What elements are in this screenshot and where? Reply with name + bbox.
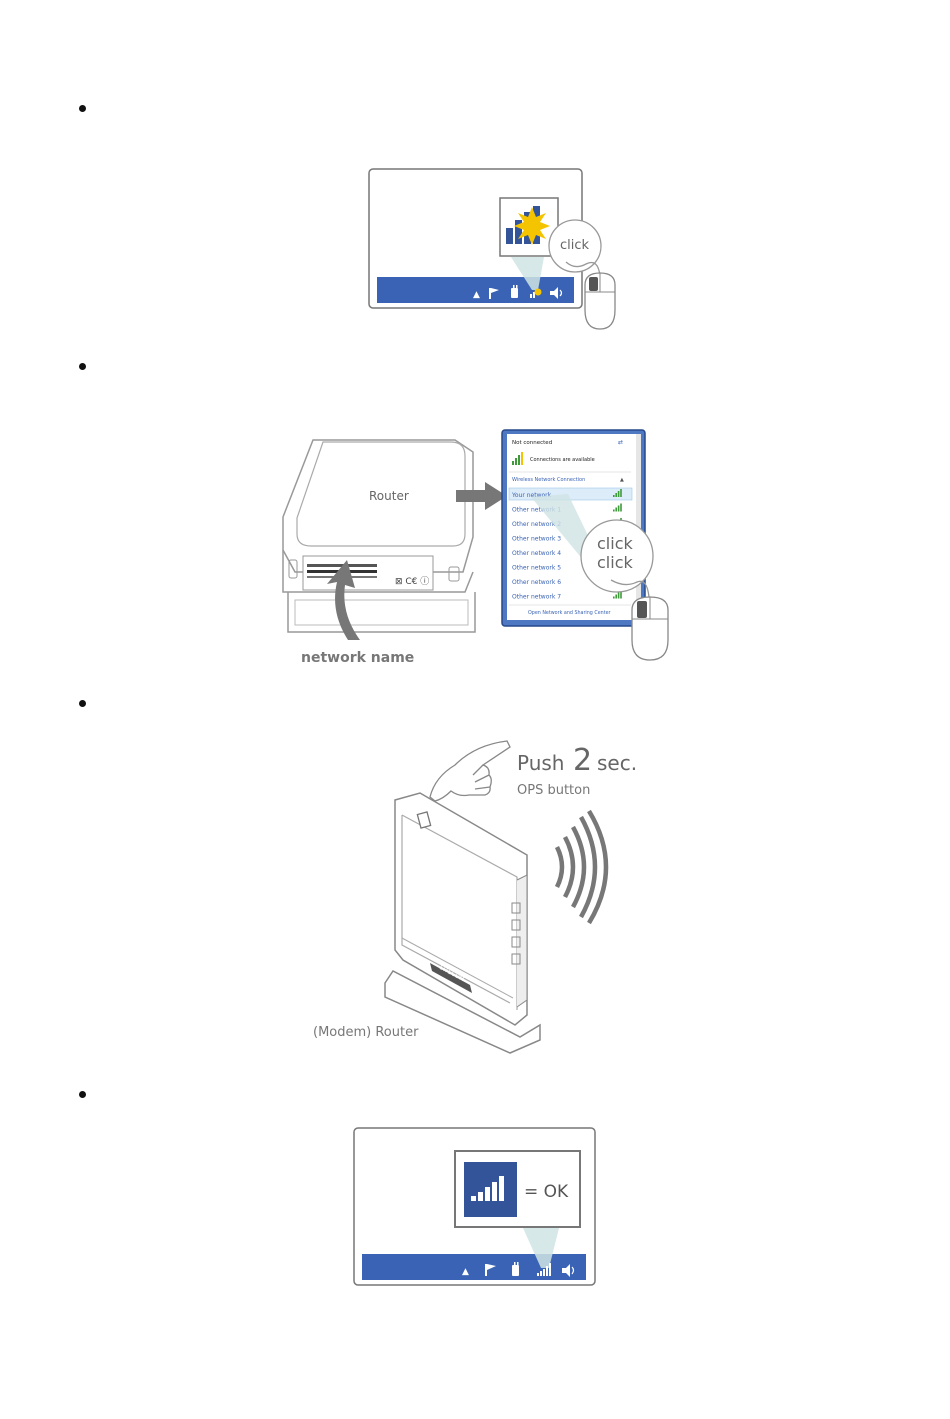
volume-icon-2[interactable] — [562, 1264, 575, 1277]
volume-icon[interactable] — [550, 287, 563, 299]
figure-connected-ok: = OK ▲ — [353, 1127, 596, 1286]
sec-label: sec. — [597, 751, 637, 775]
bullet-2 — [79, 363, 86, 370]
router-label: Router — [369, 489, 409, 503]
pointing-hand-icon — [429, 740, 511, 802]
network-signal-icon — [613, 489, 622, 497]
vertical-router-illustration: SITECOM — [384, 792, 541, 1054]
network-connecting-icon — [506, 206, 550, 245]
tray-network-connecting-icon[interactable] — [530, 288, 542, 299]
router-illustration: ⊠ C€ ⓘ — [282, 439, 474, 593]
network-item[interactable]: Your network — [511, 492, 552, 499]
ok-label: = OK — [524, 1182, 569, 1202]
popup-footer[interactable]: Open Network and Sharing Center — [528, 610, 611, 616]
click-click-bubble — [580, 519, 654, 593]
network-signal-icon — [613, 590, 622, 599]
network-item[interactable]: Other network 1 — [512, 507, 561, 514]
flag-icon-2[interactable] — [485, 1264, 496, 1276]
figure-push-ops: Push 2 sec. OPS button SITECOM (Modem) R… — [313, 740, 637, 1054]
network-signal-icon — [613, 503, 622, 512]
click-label: click — [560, 238, 590, 253]
modem-router-label: (Modem) Router — [313, 1025, 419, 1040]
seconds-value: 2 — [573, 743, 592, 778]
ops-button[interactable] — [416, 811, 432, 829]
network-item[interactable]: Other network 5 — [512, 565, 561, 572]
svg-text:▲: ▲ — [620, 477, 624, 483]
mouse-icon — [584, 272, 616, 330]
svg-text:⊠ C€ ⓘ: ⊠ C€ ⓘ — [395, 576, 429, 587]
bullet-1 — [79, 105, 86, 112]
bullet-3 — [79, 700, 86, 707]
network-name-label: network name — [301, 650, 414, 666]
network-item[interactable]: Other network 4 — [512, 550, 561, 557]
click-label-2: click — [597, 553, 633, 572]
arrow-to-popup — [456, 482, 507, 510]
push-label: Push — [517, 751, 564, 775]
refresh-icon[interactable]: ⇄ — [618, 439, 623, 446]
power-icon-2[interactable] — [512, 1262, 519, 1276]
network-item[interactable]: Other network 3 — [512, 536, 561, 543]
popup-status: Not connected — [512, 440, 552, 446]
mouse-icon-2 — [631, 596, 669, 661]
click-label-1: click — [597, 534, 633, 553]
connected-signal-icon — [464, 1162, 517, 1217]
flag-icon[interactable] — [489, 288, 499, 299]
tray-arrow-icon-2[interactable]: ▲ — [462, 1267, 469, 1277]
taskbar-2 — [362, 1254, 586, 1280]
network-item[interactable]: Other network 2 — [512, 521, 561, 528]
bullet-4 — [79, 1091, 86, 1098]
network-item[interactable]: Other network 7 — [512, 594, 561, 601]
figure-taskbar-click: ▲ click — [368, 168, 616, 330]
popup-section: Wireless Network Connection — [512, 477, 585, 483]
tray-signal-icon[interactable] — [537, 1263, 551, 1276]
tray-arrow-icon[interactable]: ▲ — [473, 290, 480, 300]
ops-button-label: OPS button — [517, 783, 590, 798]
popup-signal-icon — [512, 452, 523, 465]
popup-available: Connections are available — [530, 457, 595, 463]
taskbar — [377, 277, 574, 303]
figure-network-selection: ⊠ C€ ⓘ Router network name Not connected… — [282, 429, 669, 666]
arrow-to-label — [327, 560, 360, 640]
network-item[interactable]: Other network 6 — [512, 579, 561, 586]
wireless-waves-icon — [554, 809, 609, 925]
power-icon[interactable] — [511, 285, 518, 298]
click-bubble — [548, 219, 602, 273]
